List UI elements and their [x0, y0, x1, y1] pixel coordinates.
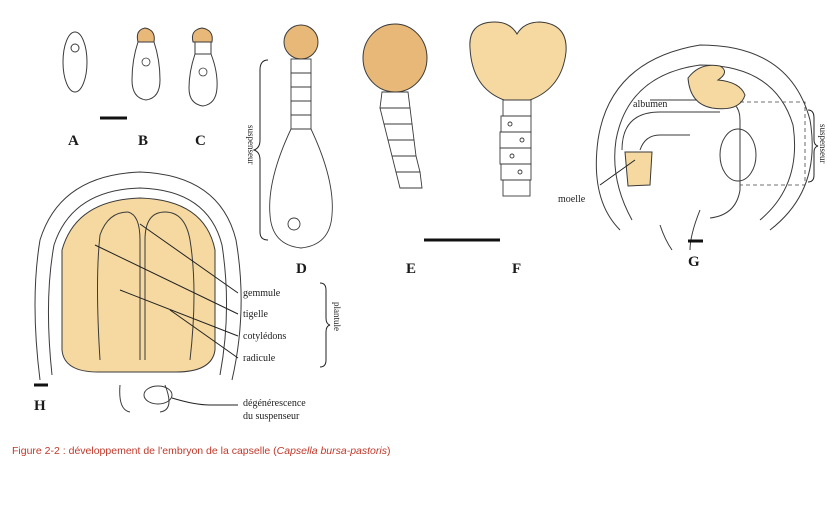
cotyledons-label: cotylédons [243, 331, 286, 342]
stage-d-drawing [254, 25, 332, 248]
stage-h-label: H [34, 398, 46, 414]
degenerescence-label-2: du suspenseur [243, 411, 300, 422]
stage-h-drawing [35, 172, 241, 412]
degenerescence-label-1: dégénérescence [243, 398, 306, 409]
caption-prefix: Figure 2-2 [12, 445, 60, 457]
stage-e-drawing [363, 24, 427, 188]
stage-e-label: E [406, 261, 416, 277]
suspensor-dashed-box [740, 102, 805, 185]
gemmule-label: gemmule [243, 288, 281, 299]
tigelle-label: tigelle [243, 309, 269, 320]
stage-a-label: A [68, 133, 79, 149]
caption-suffix: ) [387, 445, 391, 457]
stage-d-label: D [296, 261, 307, 277]
stage-g-label: G [688, 254, 700, 270]
moelle-label: moelle [558, 194, 586, 205]
stage-b-drawing [132, 28, 160, 100]
radicule-label: radicule [243, 353, 276, 364]
stage-c-label: C [195, 133, 206, 149]
g-basal-cell [720, 129, 756, 181]
figure-caption: Figure 2-2 : développement de l'embryon … [12, 445, 390, 457]
stage-f-label: F [512, 261, 521, 277]
stage-f-drawing [470, 22, 566, 196]
plantule-label: plantule [332, 302, 342, 331]
caption-species: Capsella bursa-pastoris [277, 445, 387, 457]
g-moelle-shape [625, 152, 652, 186]
suspensor-label-g: suspenseur [818, 124, 827, 164]
stage-b-label: B [138, 133, 148, 149]
g-cotyledon-bud [688, 65, 745, 109]
suspensor-label-d: suspenseur [246, 125, 256, 165]
stage-c-drawing [189, 28, 217, 106]
albumen-label: albumen [633, 99, 667, 110]
stage-a-drawing [63, 32, 87, 92]
caption-text: : développement de l'embryon de la capse… [60, 445, 277, 457]
